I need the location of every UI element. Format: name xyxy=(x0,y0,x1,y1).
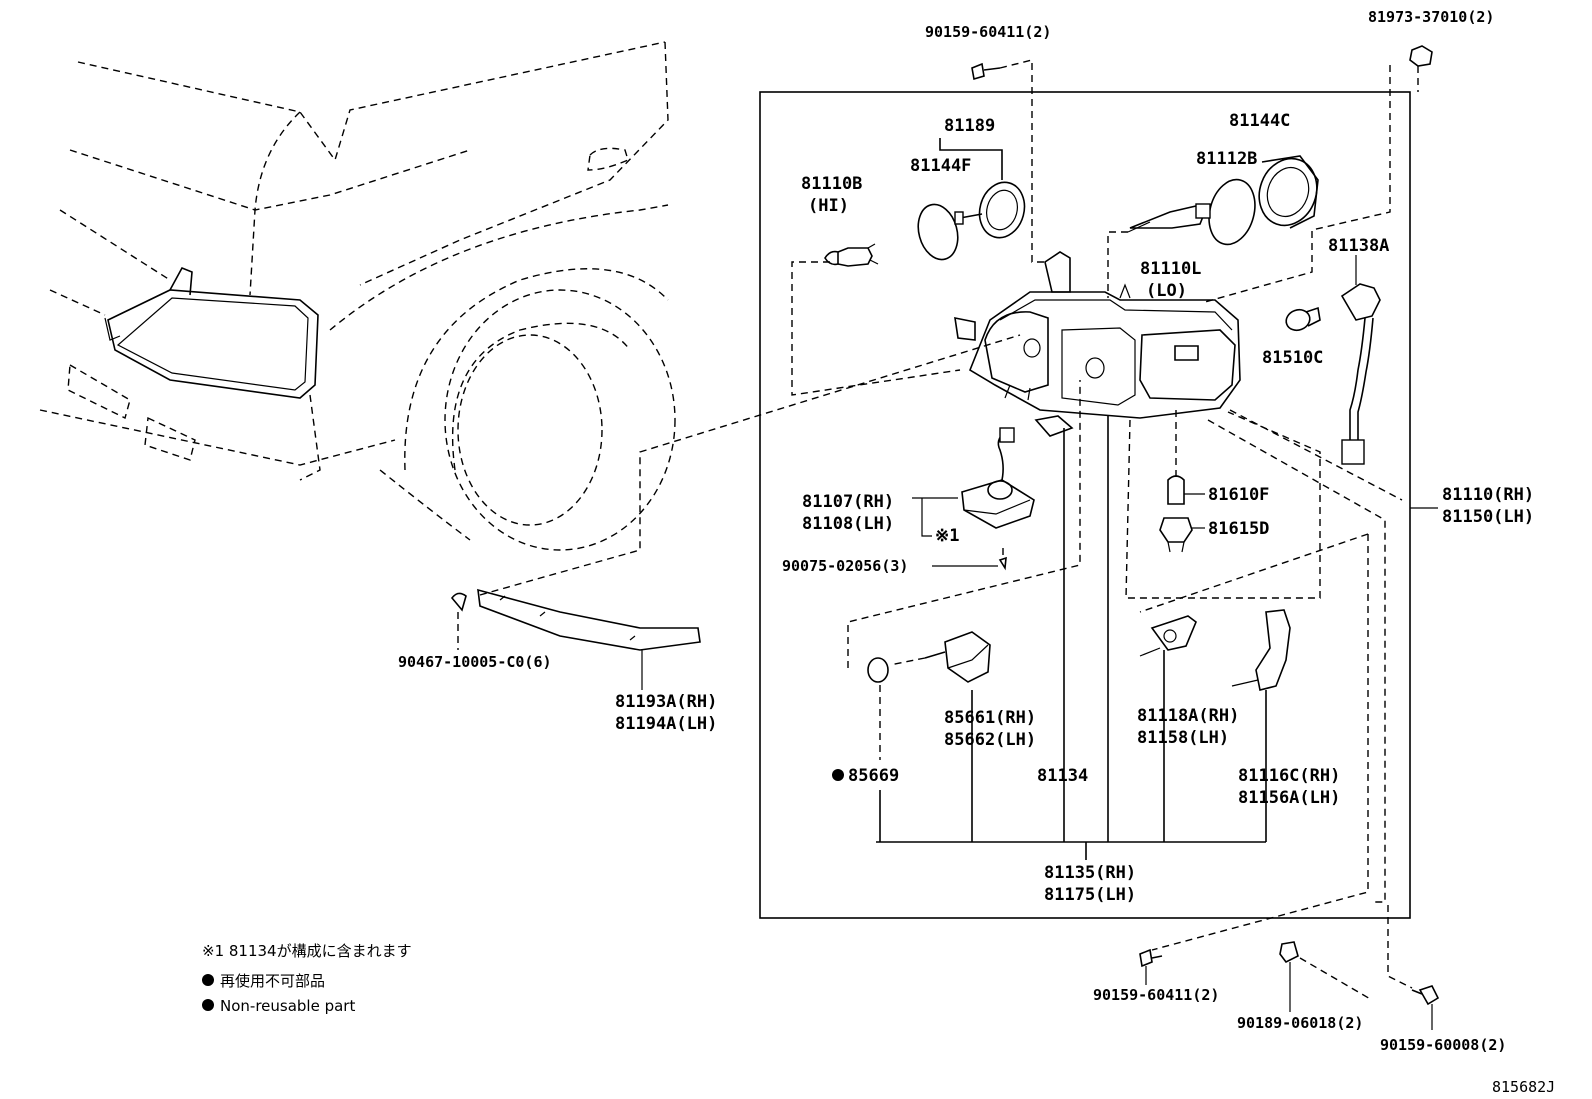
label-90467: 90467-10005-C0(6) xyxy=(398,653,552,671)
label-90159-60008: 90159-60008(2) xyxy=(1380,1036,1506,1054)
ring-81144F xyxy=(917,203,959,261)
label-81150: 81150(LH) xyxy=(1442,507,1534,527)
clip-90467 xyxy=(450,592,467,612)
label-85669: 85669 xyxy=(848,766,899,786)
strip-81193A xyxy=(477,588,701,651)
label-90159-60411-bottom: 90159-60411(2) xyxy=(1093,986,1219,1004)
label-81610F: 81610F xyxy=(1208,485,1269,505)
label-85662: 85662(LH) xyxy=(944,730,1036,750)
bulb-81110B xyxy=(824,243,879,267)
label-81175: 81175(LH) xyxy=(1044,885,1136,905)
bolt-90159-60411-top xyxy=(971,62,1001,81)
label-81144F: 81144F xyxy=(910,156,971,176)
label-81158: 81158(LH) xyxy=(1137,728,1229,748)
bracket-81189 xyxy=(939,138,1003,180)
bulb-81510C xyxy=(1285,306,1321,332)
label-81110: 81110(RH) xyxy=(1442,485,1534,505)
label-81156A: 81156A(LH) xyxy=(1238,788,1340,808)
non-reusable-dot-legend-ja xyxy=(202,974,214,986)
vehicle-front-illustration xyxy=(39,41,676,551)
bracket-81116C xyxy=(1231,609,1291,691)
label-81108: 81108(LH) xyxy=(802,514,894,534)
label-hi: (HI) xyxy=(808,196,849,216)
label-81118A: 81118A(RH) xyxy=(1137,706,1239,726)
leader-vehicle-to-lamp xyxy=(479,334,1021,596)
actuator-85661 xyxy=(924,631,991,683)
label-81134: 81134 xyxy=(1037,766,1088,786)
label-81112B: 81112B xyxy=(1196,149,1257,169)
diagram-code: 815682J xyxy=(1492,1078,1555,1096)
label-81189: 81189 xyxy=(944,116,995,136)
cap-81144C xyxy=(1258,155,1319,229)
label-81107: 81107(RH) xyxy=(802,492,894,512)
ballast-81107 xyxy=(961,427,1035,529)
socket-harness-81138A xyxy=(1340,283,1381,465)
label-81144C: 81144C xyxy=(1229,111,1290,131)
non-reusable-dot-legend-en xyxy=(202,999,214,1011)
label-81110B: 81110B xyxy=(801,174,862,194)
ring-85669 xyxy=(867,657,889,683)
label-81110L: 81110L xyxy=(1140,259,1201,279)
label-ref1: ※1 xyxy=(935,526,959,546)
label-81973-37010: 81973-37010(2) xyxy=(1368,8,1494,26)
label-85661: 85661(RH) xyxy=(944,708,1036,728)
nut-90189 xyxy=(1279,941,1299,964)
note-ref1: ※1 81134が構成に含まれます xyxy=(202,942,412,960)
label-81138A: 81138A xyxy=(1328,236,1389,256)
label-81116C: 81116C(RH) xyxy=(1238,766,1340,786)
assembly-box xyxy=(759,91,1411,919)
label-90189: 90189-06018(2) xyxy=(1237,1014,1363,1032)
label-81510C: 81510C xyxy=(1262,348,1323,368)
socket-81615D xyxy=(1159,517,1193,553)
ring-81112B xyxy=(1208,178,1256,246)
screw-90075 xyxy=(998,556,1007,571)
socket-81189 xyxy=(954,181,1026,239)
note-non-reusable-en: Non-reusable part xyxy=(220,997,355,1015)
label-81135: 81135(RH) xyxy=(1044,863,1136,883)
label-lo: (LO) xyxy=(1146,281,1187,301)
bulb-81610F xyxy=(1167,475,1185,505)
label-81193A: 81193A(RH) xyxy=(615,692,717,712)
label-90159-60411-top: 90159-60411(2) xyxy=(925,23,1051,41)
bulb-81110L xyxy=(1127,203,1211,233)
label-81615D: 81615D xyxy=(1208,519,1269,539)
bracket-81118A xyxy=(1139,615,1197,657)
label-90075: 90075-02056(3) xyxy=(782,557,908,575)
bolt-90159-60008 xyxy=(1411,985,1440,1006)
note-non-reusable-ja: 再使用不可部品 xyxy=(220,972,325,990)
label-81194A: 81194A(LH) xyxy=(615,714,717,734)
headlamp-housing xyxy=(954,251,1241,437)
clip-81973-37010 xyxy=(1409,45,1433,67)
bolt-90159-60411-bottom xyxy=(1139,948,1163,968)
non-reusable-dot-85669 xyxy=(832,769,844,781)
